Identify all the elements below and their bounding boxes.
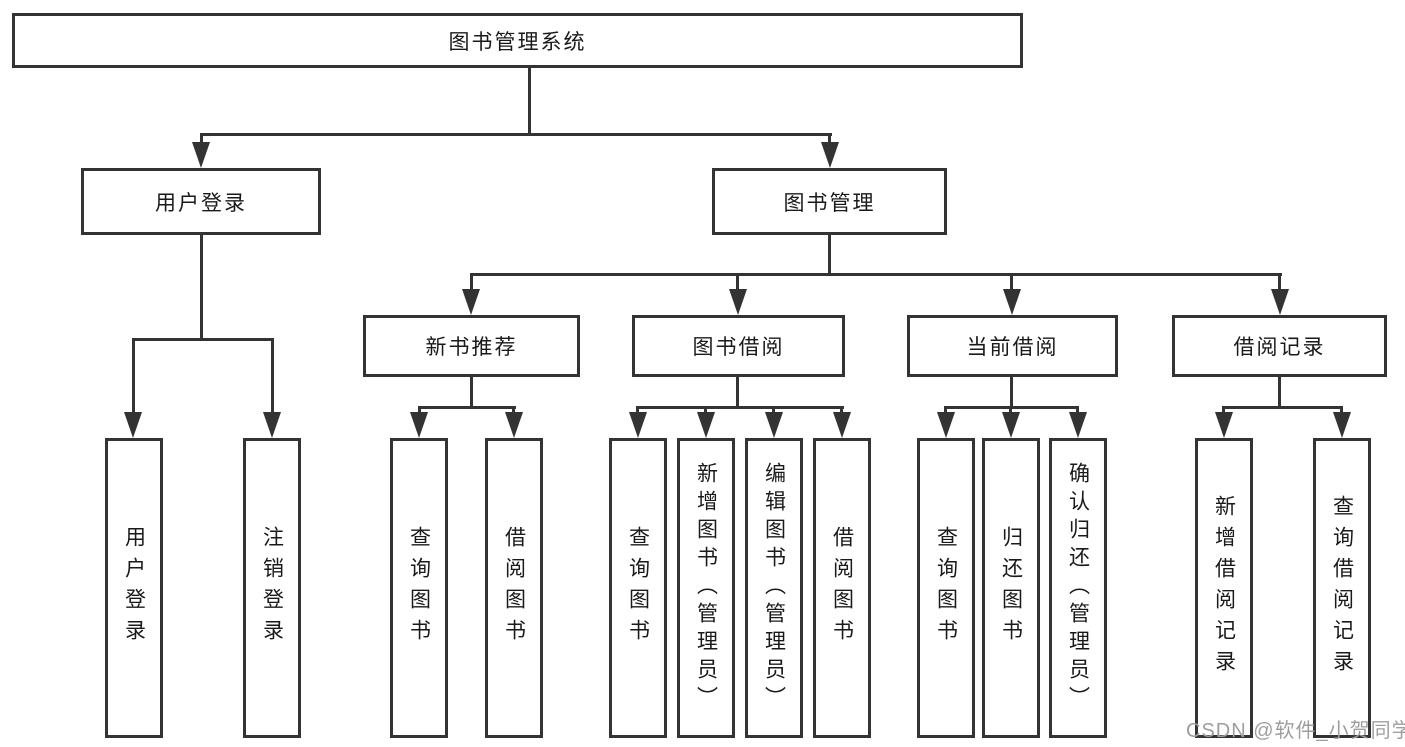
connector-g4-drop-3 [1076, 406, 1079, 414]
leaf-add-book-admin: 新增图书（管理员） [677, 438, 735, 738]
connector-g5-drop-2 [1340, 406, 1343, 414]
leaf-label: 用户登录 [122, 526, 146, 650]
leaf-user-login: 用户登录 [105, 438, 163, 738]
arrow-down-icon [629, 412, 647, 438]
leaf-label: 新增图书（管理员） [694, 462, 718, 714]
node-book-management: 图书管理 [712, 168, 947, 235]
leaf-label: 查询图书 [934, 526, 958, 650]
arrow-down-icon [937, 412, 955, 438]
leaf-confirm-return-admin: 确认归还（管理员） [1049, 438, 1107, 738]
connector-g3-drop-3 [772, 406, 775, 414]
connector-g3-drop-2 [704, 406, 707, 414]
connector-g2-stem [470, 377, 473, 406]
leaf-label: 编辑图书（管理员） [762, 462, 786, 714]
connector-g4-drop-2 [1009, 406, 1012, 414]
leaf-label: 确认归还（管理员） [1066, 462, 1090, 714]
connector-g4-drop-1 [944, 406, 947, 414]
connector-root-stem [528, 68, 531, 133]
arrow-down-icon [821, 142, 839, 168]
connector-bookmgmt-stem [828, 235, 831, 273]
connector-userlogin-drop-1 [132, 338, 135, 414]
connector-g4-bar [945, 406, 1079, 409]
connector-g5-drop-1 [1222, 406, 1225, 414]
connector-level3-drop-1 [470, 273, 473, 291]
leaf-edit-book-admin: 编辑图书（管理员） [745, 438, 803, 738]
leaf-query-books-2: 查询图书 [609, 438, 667, 738]
arrow-down-icon [729, 289, 747, 315]
arrow-down-icon [462, 289, 480, 315]
connector-userlogin-drop-2 [271, 338, 274, 414]
arrow-down-icon [1271, 289, 1289, 315]
leaf-label: 借阅图书 [502, 526, 526, 650]
connector-g5-stem [1278, 377, 1281, 406]
arrow-down-icon [1333, 412, 1351, 438]
connector-g2-drop-2 [512, 406, 515, 414]
connector-g3-drop-4 [840, 406, 843, 414]
leaf-logout: 注销登录 [243, 438, 301, 738]
node-current-borrowing: 当前借阅 [907, 315, 1118, 377]
leaf-return-book: 归还图书 [982, 438, 1040, 738]
arrow-down-icon [1003, 289, 1021, 315]
connector-g2-bar [418, 406, 516, 409]
node-library-management-system: 图书管理系统 [12, 13, 1023, 68]
node-user-login: 用户登录 [81, 168, 321, 235]
arrow-down-icon [124, 412, 142, 438]
arrow-down-icon [833, 412, 851, 438]
node-borrowing-records: 借阅记录 [1172, 315, 1387, 377]
leaf-add-borrow-record: 新增借阅记录 [1195, 438, 1253, 738]
connector-g5-bar [1223, 406, 1343, 409]
connector-g3-stem [736, 377, 739, 406]
arrow-down-icon [263, 412, 281, 438]
arrow-down-icon [1002, 412, 1020, 438]
leaf-label: 查询图书 [407, 526, 431, 650]
leaf-label: 新增借阅记录 [1212, 495, 1236, 681]
arrow-down-icon [505, 412, 523, 438]
leaf-query-borrow-record: 查询借阅记录 [1313, 438, 1371, 738]
leaf-label: 借阅图书 [830, 526, 854, 650]
arrow-down-icon [192, 142, 210, 168]
csdn-watermark: CSDN @软件_小贺同学 [1186, 720, 1405, 742]
connector-root-bar [200, 133, 832, 136]
connector-g3-drop-1 [636, 406, 639, 414]
node-book-borrowing: 图书借阅 [632, 315, 845, 377]
leaf-borrow-books-2: 借阅图书 [813, 438, 871, 738]
connector-level3-drop-2 [736, 273, 739, 291]
connector-level3-bar [470, 273, 1282, 276]
leaf-label: 查询图书 [626, 526, 650, 650]
connector-root-drop-right [828, 133, 831, 144]
connector-g4-stem [1010, 377, 1013, 406]
arrow-down-icon [697, 412, 715, 438]
connector-g3-bar [637, 406, 844, 409]
leaf-label: 归还图书 [999, 526, 1023, 650]
connector-userlogin-bar [132, 338, 274, 341]
connector-root-drop-left [200, 133, 203, 144]
connector-level3-drop-4 [1278, 273, 1281, 291]
connector-g2-drop-1 [418, 406, 421, 414]
leaf-query-books-3: 查询图书 [917, 438, 975, 738]
arrow-down-icon [765, 412, 783, 438]
leaf-label: 查询借阅记录 [1330, 495, 1354, 681]
node-new-book-recommend: 新书推荐 [363, 315, 580, 377]
connector-userlogin-stem [200, 235, 203, 338]
connector-level3-drop-3 [1010, 273, 1013, 291]
arrow-down-icon [1215, 412, 1233, 438]
leaf-label: 注销登录 [260, 526, 284, 650]
arrow-down-icon [410, 412, 428, 438]
leaf-borrow-books-1: 借阅图书 [485, 438, 543, 738]
arrow-down-icon [1069, 412, 1087, 438]
leaf-query-books-1: 查询图书 [390, 438, 448, 738]
